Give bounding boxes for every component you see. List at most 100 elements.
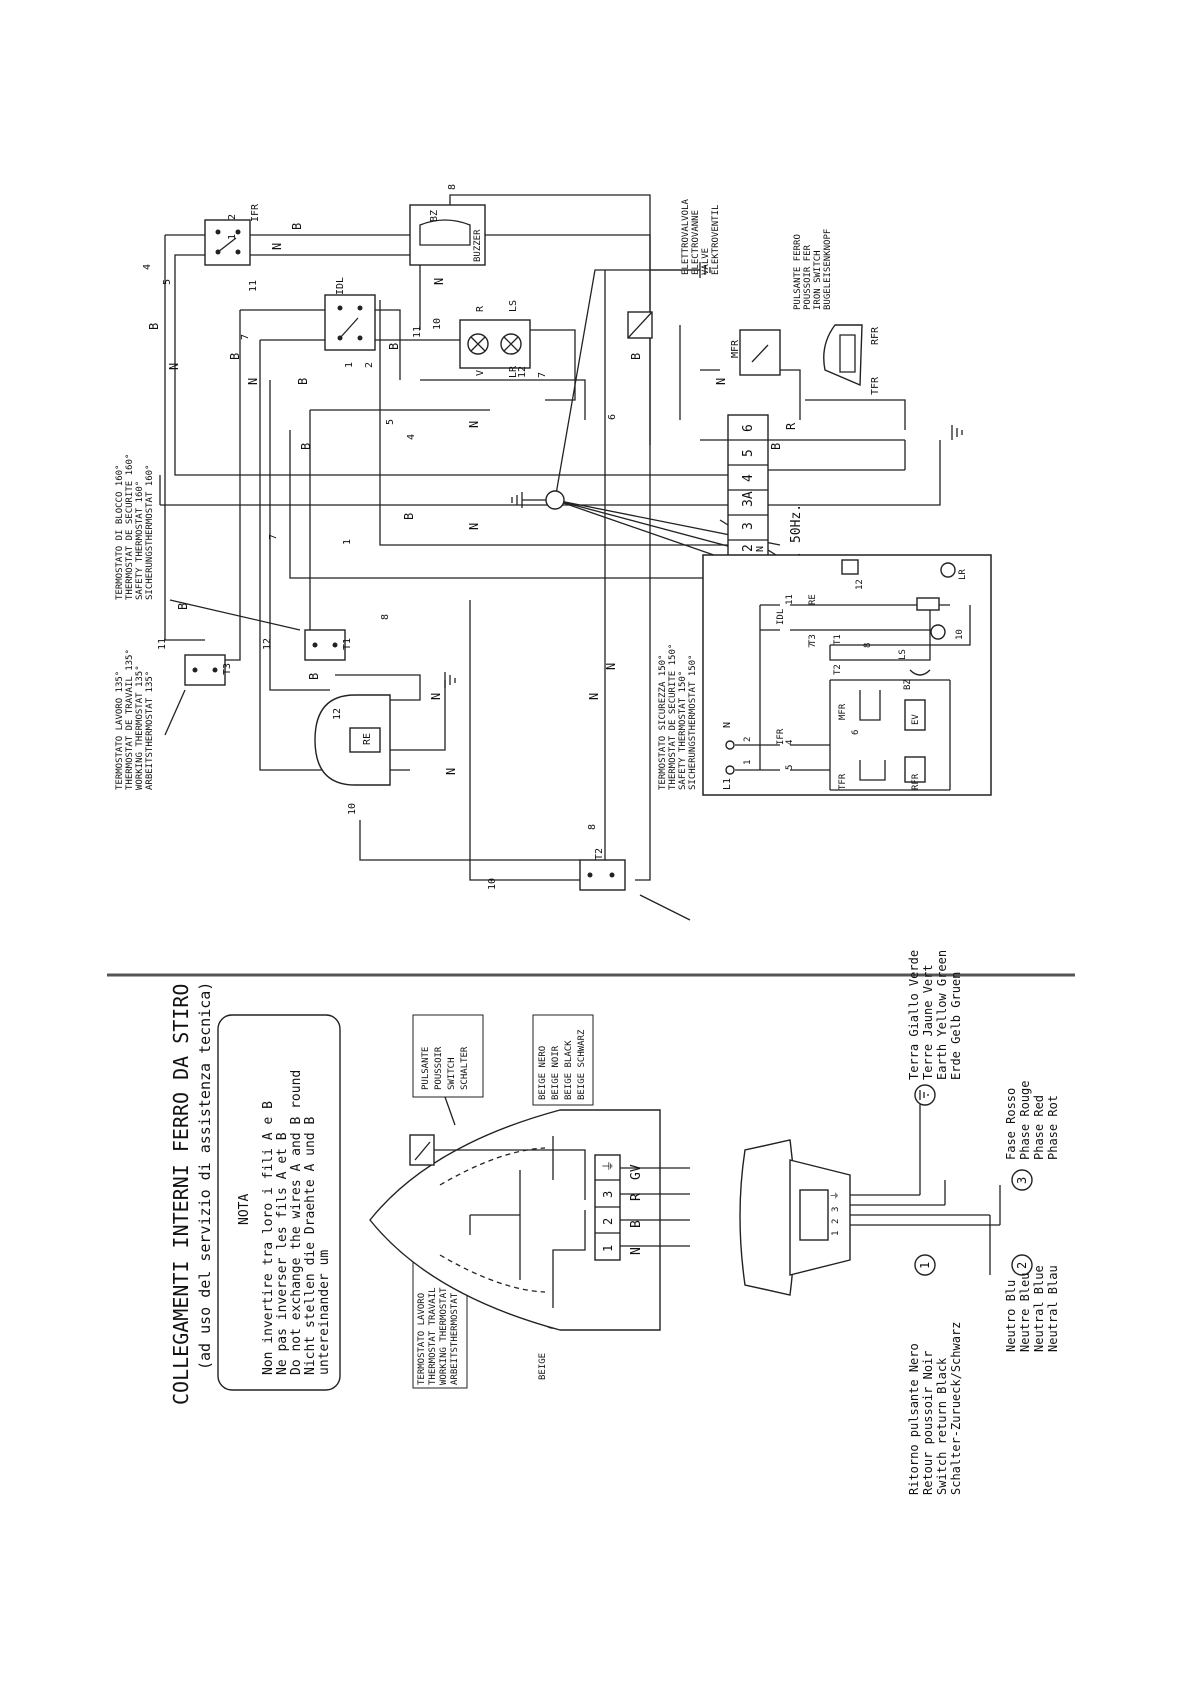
svg-text:N: N bbox=[167, 363, 181, 370]
svg-text:B: B bbox=[387, 343, 401, 350]
svg-text:WORKING THERMOSTAT 135°: WORKING THERMOSTAT 135° bbox=[135, 665, 145, 790]
svg-text:5: 5 bbox=[785, 765, 795, 770]
svg-text:IFR: IFR bbox=[250, 203, 261, 222]
svg-text:1: 1 bbox=[342, 539, 353, 545]
svg-text:BZ: BZ bbox=[429, 210, 440, 222]
svg-text:THERMOSTAT DE TRAVAIL 135°: THERMOSTAT DE TRAVAIL 135° bbox=[125, 649, 135, 790]
conductor-2-text: Neutral Blue bbox=[1032, 1265, 1046, 1352]
svg-text:7: 7 bbox=[240, 334, 251, 340]
nota-line: Nicht stellen die Draehte A und B bbox=[303, 1117, 318, 1375]
svg-text:1: 1 bbox=[227, 234, 238, 240]
conductor-2-marker bbox=[1011, 1254, 1033, 1276]
conductor-1-text: Retour poussoir Noir bbox=[921, 1351, 935, 1496]
svg-text:10: 10 bbox=[432, 318, 443, 330]
ground-icon bbox=[444, 672, 456, 688]
svg-text:B: B bbox=[769, 443, 783, 450]
svg-text:MFR: MFR bbox=[730, 339, 741, 358]
svg-text:12: 12 bbox=[517, 366, 528, 378]
switch-idl: IDL bbox=[324, 277, 376, 351]
lamp-label: LS bbox=[508, 300, 519, 312]
wire-run bbox=[530, 329, 576, 401]
wire-run bbox=[205, 310, 241, 661]
svg-text:3: 3 bbox=[831, 1207, 841, 1212]
svg-text:B: B bbox=[296, 378, 310, 385]
svg-text:7: 7 bbox=[537, 372, 548, 378]
svg-text:N: N bbox=[604, 663, 618, 670]
terminal-letter: N bbox=[629, 1247, 644, 1255]
iron-icon: RFR TFR bbox=[823, 324, 881, 395]
wire-run bbox=[380, 680, 446, 751]
earth-text: Terre Jaune Vert bbox=[921, 964, 935, 1080]
wire-run bbox=[449, 194, 651, 881]
svg-text:12: 12 bbox=[332, 708, 343, 720]
lamp-group: V R LR LS bbox=[459, 300, 531, 378]
iron-title: COLLEGAMENTI INTERNI FERRO DA STIRO bbox=[169, 984, 193, 1405]
wire-run bbox=[289, 430, 738, 579]
thermostat-t3: T3 TERMOSTATO LAVORO 135° THERMOSTAT DE … bbox=[115, 649, 233, 790]
conductor-3-marker bbox=[1011, 1169, 1033, 1191]
conductor-3-text: Phase Rouge bbox=[1018, 1081, 1032, 1160]
schematic-label: LS bbox=[898, 649, 908, 660]
thermostat-t1: T1 TERMOSTATO DI BLOCCO 160° THERMOSTAT … bbox=[115, 454, 353, 661]
svg-text:TERMOSTATO DI BLOCCO 160°: TERMOSTATO DI BLOCCO 160° bbox=[115, 465, 125, 600]
svg-text:1: 1 bbox=[831, 1231, 841, 1236]
wire-run bbox=[359, 820, 580, 861]
svg-text:4: 4 bbox=[406, 434, 417, 440]
earth-text: Earth Yellow Green bbox=[935, 950, 949, 1080]
svg-text:1: 1 bbox=[743, 760, 753, 765]
svg-text:R: R bbox=[784, 422, 798, 430]
conductor-2-text: Neutre Bleu bbox=[1018, 1273, 1032, 1352]
svg-text:RE: RE bbox=[362, 733, 373, 745]
thermostat-note: WORKING THERMOSTAT bbox=[439, 1287, 449, 1385]
conductor-1-text: Switch return Black bbox=[935, 1357, 949, 1495]
svg-text:10: 10 bbox=[487, 878, 498, 890]
svg-text:IDL: IDL bbox=[335, 277, 346, 295]
svg-text:N: N bbox=[270, 243, 284, 250]
svg-text:11: 11 bbox=[412, 326, 423, 338]
svg-text:4: 4 bbox=[142, 264, 153, 270]
switch-mfr: MFR PULSANTE FERRO POUSSOIR FER IRON SWI… bbox=[730, 229, 833, 376]
svg-text:6: 6 bbox=[607, 414, 618, 420]
svg-text:B: B bbox=[307, 673, 321, 680]
schematic-label: LR bbox=[958, 569, 968, 580]
svg-text:4: 4 bbox=[785, 740, 795, 745]
wire-run bbox=[379, 300, 738, 546]
wire-letters: B N B N B N B B N N B B N B N R B B B N … bbox=[147, 223, 798, 775]
svg-text:1: 1 bbox=[918, 1262, 932, 1269]
svg-text:N: N bbox=[467, 523, 481, 530]
lamp-label: LR bbox=[508, 365, 519, 378]
earth-text: Erde Gelb Gruen bbox=[949, 972, 963, 1080]
nota-line: Non invertire tra loro i fili A e B bbox=[261, 1101, 276, 1375]
lamp-label: R bbox=[475, 305, 486, 312]
svg-text:TFR: TFR bbox=[870, 376, 881, 395]
svg-text:SICHERUNGSTHERMOSTAT 160°: SICHERUNGSTHERMOSTAT 160° bbox=[145, 465, 155, 600]
buzzer: BZ BUZZER bbox=[409, 204, 486, 266]
switch-note: SWITCH bbox=[447, 1057, 457, 1090]
conductor-1-marker bbox=[914, 1254, 936, 1276]
solenoid-valve: ELETTROVALVOLA ELECTROVANNE VALVE ELEKTR… bbox=[627, 199, 721, 339]
svg-text:SICHERUNGSTHERMOSTAT 150°: SICHERUNGSTHERMOSTAT 150° bbox=[688, 655, 698, 790]
svg-text:ARBEITSTHERMOSTAT 135°: ARBEITSTHERMOSTAT 135° bbox=[145, 671, 155, 790]
svg-text:3: 3 bbox=[1015, 1177, 1029, 1184]
thermostat-note: TERMOSTATO LAVORO bbox=[417, 1293, 427, 1385]
svg-text:11: 11 bbox=[785, 594, 795, 605]
svg-text:3: 3 bbox=[601, 1191, 615, 1198]
wire-run bbox=[240, 309, 401, 380]
schematic-box: N L1 IDL IFR T3 T1 T2 RE LR LS BZ MFR TF… bbox=[702, 554, 992, 796]
terminal-n-label: N bbox=[755, 546, 766, 552]
schematic-label: T3 bbox=[808, 634, 818, 645]
heater-re: RE bbox=[314, 694, 391, 786]
svg-text:B: B bbox=[402, 513, 416, 520]
wire-numbers: 4 5 1 2 11 7 1 2 11 10 12 7 5 4 1 6 8 7 … bbox=[142, 184, 618, 890]
svg-text:N: N bbox=[432, 278, 446, 285]
conductor-1-text: Ritorno pulsante Nero bbox=[907, 1343, 921, 1495]
wire-run bbox=[164, 235, 205, 641]
svg-text:RFR: RFR bbox=[870, 326, 881, 345]
switch-note: POUSSOIR bbox=[434, 1046, 444, 1090]
conductor-3-text: Phase Rot bbox=[1046, 1095, 1060, 1160]
schematic-label: T1 bbox=[833, 634, 843, 645]
thermostat-note: THERMOSTAT TRAVAIL bbox=[428, 1287, 438, 1385]
svg-text:⏚: ⏚ bbox=[601, 1160, 615, 1172]
schematic-label: IDL bbox=[776, 609, 786, 625]
